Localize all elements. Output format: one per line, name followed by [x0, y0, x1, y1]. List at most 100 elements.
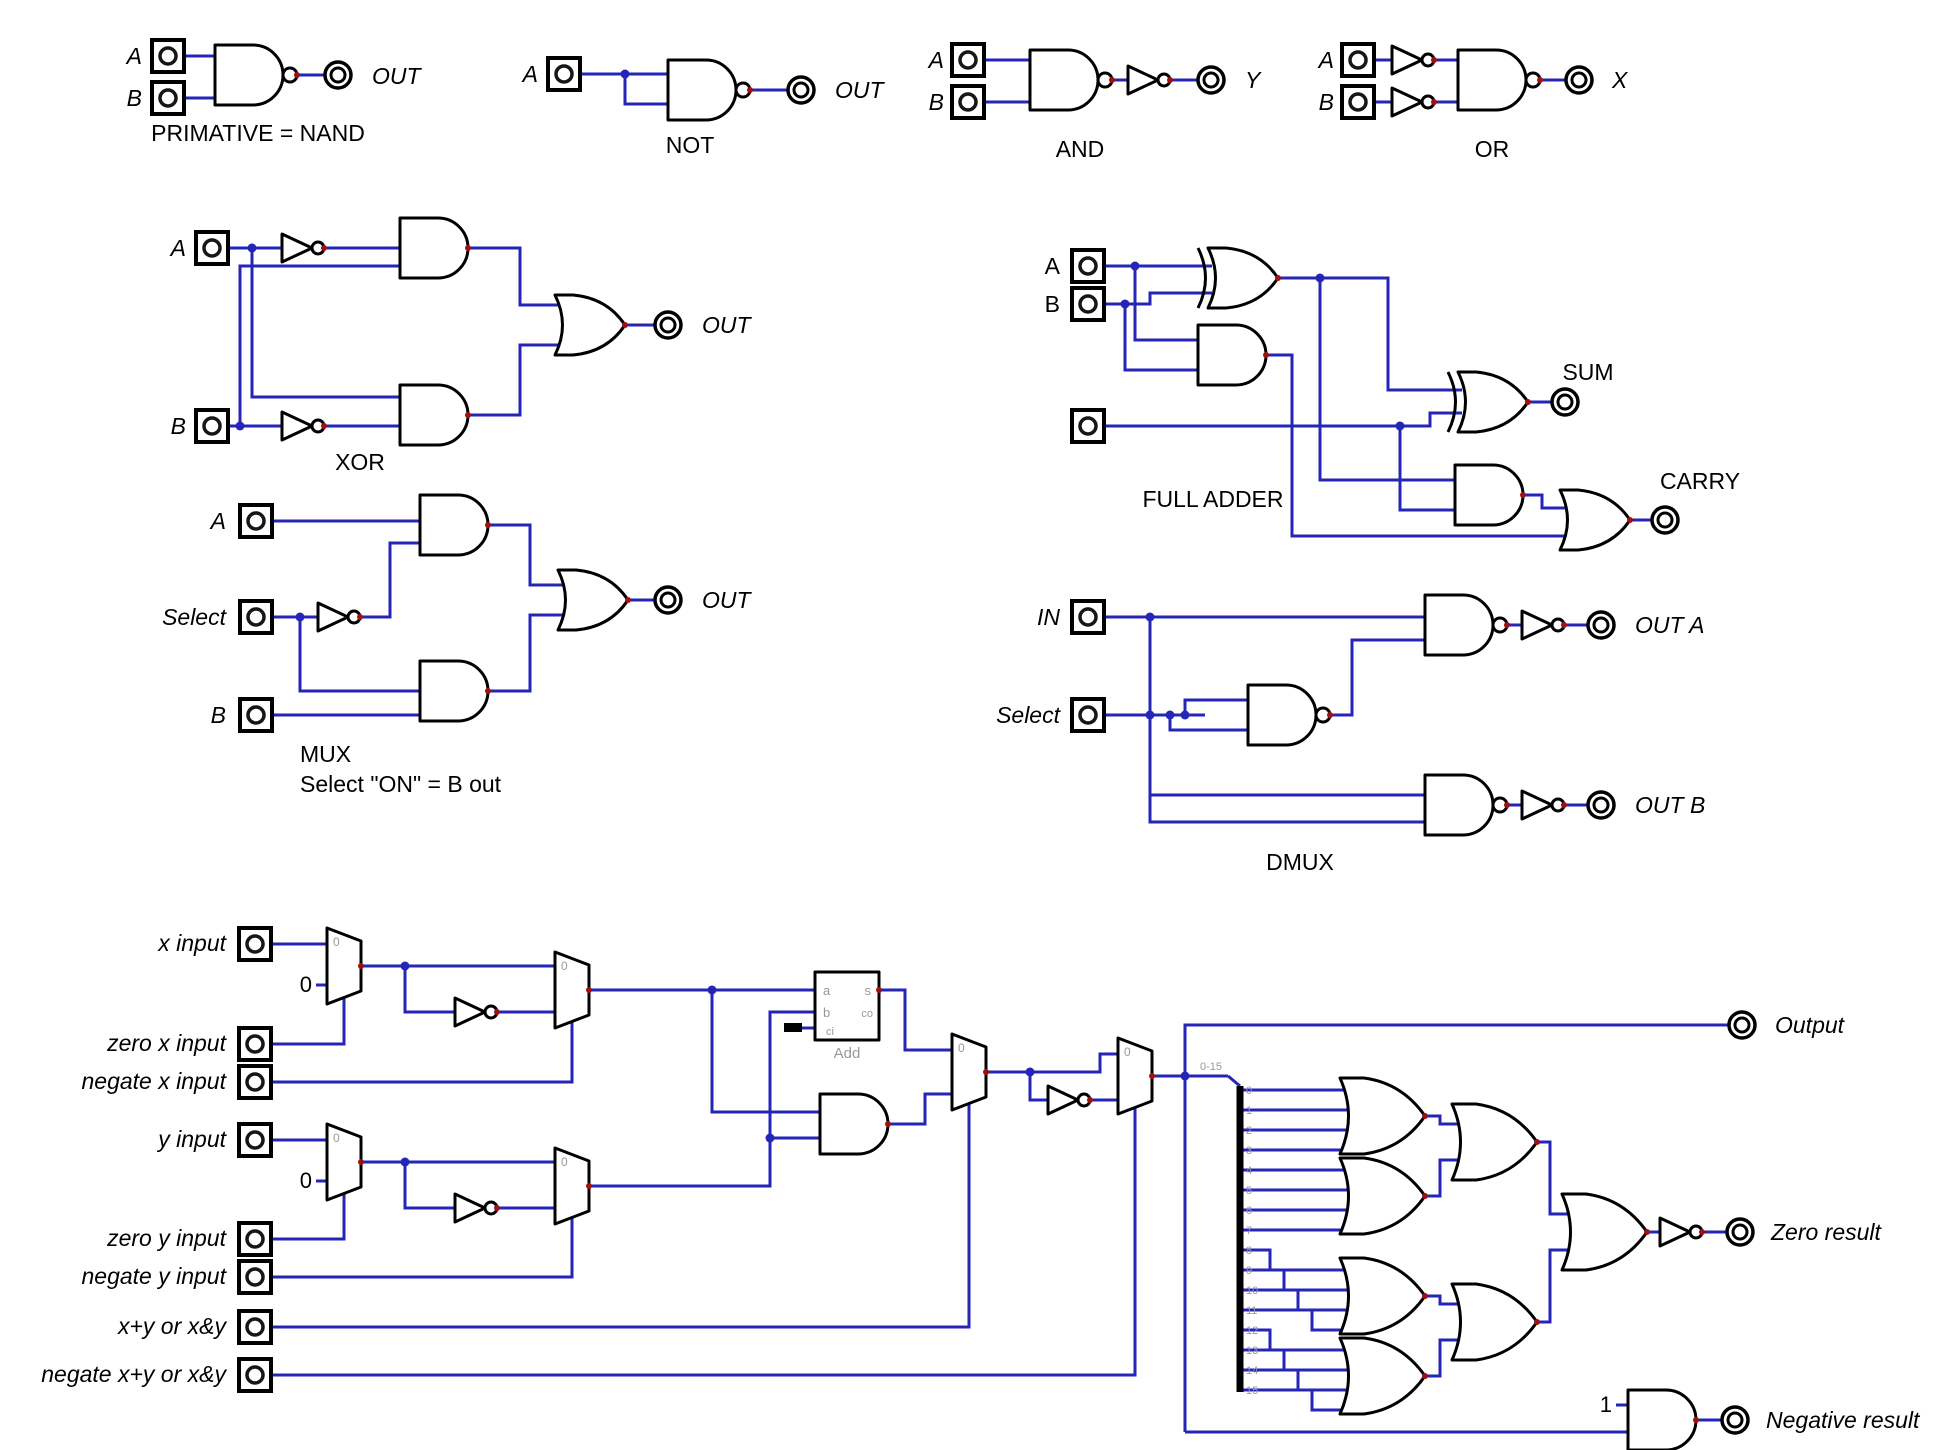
- bus-bit-label: 3: [1246, 1145, 1252, 1157]
- input-pin-dmux-select[interactable]: [1070, 697, 1106, 733]
- alu-label-x-input: x input: [157, 930, 227, 956]
- xor-and-top: [398, 216, 470, 280]
- input-pin-or-a[interactable]: [1340, 42, 1376, 78]
- alu-or4-b: [1338, 1156, 1427, 1236]
- input-pin-nand-a[interactable]: [150, 38, 186, 74]
- output-pin-or-x: [1564, 65, 1594, 95]
- input-pin-alu-x[interactable]: [237, 926, 273, 962]
- xor-or-gate: [553, 293, 627, 357]
- fa-title: FULL ADDER: [1142, 486, 1283, 512]
- and-demo-inverter: [1126, 64, 1172, 96]
- input-pin-fa-b[interactable]: [1070, 286, 1106, 322]
- mux-select-inverter: [316, 601, 362, 633]
- input-pin-and-b[interactable]: [950, 84, 986, 120]
- input-pin-fa-carry-in[interactable]: [1070, 408, 1106, 444]
- input-pin-dmux-in[interactable]: [1070, 599, 1106, 635]
- wires-and-demo: [984, 58, 1198, 104]
- splitter-range-label: 0-15: [1200, 1061, 1222, 1073]
- input-pin-mux-select[interactable]: [238, 599, 274, 635]
- alu-not-x: [453, 996, 499, 1028]
- output-pin-xor-out: [653, 310, 683, 340]
- mux-index-label: 0: [958, 1041, 965, 1055]
- input-pin-xor-a[interactable]: [194, 230, 230, 266]
- carry-constant: [784, 1023, 802, 1032]
- mux-title: MUX: [300, 741, 351, 767]
- output-pin-fa-sum: [1550, 387, 1580, 417]
- or-label-b: B: [1319, 89, 1334, 115]
- xor-label-out: OUT: [702, 312, 753, 338]
- nand-demo-gate: [213, 43, 299, 107]
- adder-label: Add: [834, 1045, 861, 1062]
- alu-label-negative-result: Negative result: [1766, 1407, 1921, 1433]
- fa-label-carry: CARRY: [1660, 468, 1740, 494]
- bus-bit-label: 8: [1246, 1245, 1252, 1257]
- mux-index-label: 0: [1124, 1045, 1131, 1059]
- input-pin-and-a[interactable]: [950, 42, 986, 78]
- output-pin-mux-out: [653, 585, 683, 615]
- adder-pin-s: s: [865, 983, 872, 998]
- bus-bit-label: 10: [1246, 1285, 1258, 1297]
- input-pin-mux-b[interactable]: [238, 697, 274, 733]
- alu-or4-a: [1338, 1076, 1427, 1156]
- input-pin-alu-y[interactable]: [237, 1122, 273, 1158]
- dmux-title: DMUX: [1266, 849, 1334, 875]
- or-demo-inverter-a: [1390, 44, 1436, 76]
- fa-or-gate: [1558, 488, 1632, 552]
- wire-junctions: [235, 69, 1405, 1167]
- input-pin-alu-negate-y[interactable]: [237, 1259, 273, 1295]
- alu-or-level2-bottom: [1450, 1282, 1539, 1362]
- output-pin-dmux-out-b: [1586, 790, 1616, 820]
- input-pin-not-a[interactable]: [546, 56, 582, 92]
- bus-bit-label: 15: [1246, 1385, 1258, 1397]
- nand-title: PRIMATIVE = NAND: [151, 120, 365, 146]
- connection-points: [294, 57, 1705, 1423]
- input-pin-mux-a[interactable]: [238, 503, 274, 539]
- alu-const-zero-x: 0: [300, 972, 312, 997]
- bus-bit-label: 6: [1246, 1205, 1252, 1217]
- alu-adder-block: [784, 970, 881, 1042]
- input-pin-alu-zero-y[interactable]: [237, 1221, 273, 1257]
- mux-label-select: Select: [162, 604, 228, 630]
- bus-bit-label: 14: [1246, 1365, 1258, 1377]
- bus-bit-label: 9: [1246, 1265, 1252, 1277]
- input-pin-xor-b[interactable]: [194, 408, 230, 444]
- alu-const-zero-y: 0: [300, 1168, 312, 1193]
- wires-dmux: [1104, 615, 1588, 824]
- dmux-select-nand: [1246, 683, 1332, 747]
- alu-label-y-input: y input: [156, 1126, 227, 1152]
- bus-bit-label: 12: [1246, 1325, 1258, 1337]
- input-pin-alu-negate-func[interactable]: [237, 1357, 273, 1393]
- not-demo-nand-gate: [666, 58, 752, 122]
- mux-label-out: OUT: [702, 587, 753, 613]
- or-demo-nand-gate: [1456, 48, 1542, 112]
- output-pin-dmux-out-a: [1586, 610, 1616, 640]
- fa-xor1: [1196, 246, 1280, 310]
- input-pin-or-b[interactable]: [1340, 84, 1376, 120]
- alu-label-zero-x: zero x input: [106, 1030, 228, 1056]
- alu-and-gate: [818, 1092, 890, 1156]
- input-pin-alu-negate-x[interactable]: [237, 1064, 273, 1100]
- or-title: OR: [1475, 136, 1510, 162]
- xor-inverter-b: [280, 410, 326, 442]
- input-pin-alu-func[interactable]: [237, 1309, 273, 1345]
- adder-pin-co: co: [861, 1008, 873, 1020]
- input-pin-alu-zero-x[interactable]: [237, 1026, 273, 1062]
- dmux-label-in: IN: [1037, 604, 1060, 630]
- not-label-a: A: [521, 61, 538, 87]
- output-pin-not-out: [786, 75, 816, 105]
- mux-and-bottom: [418, 659, 490, 723]
- alu-const-one: 1: [1600, 1392, 1612, 1417]
- xor-title: XOR: [335, 449, 385, 475]
- and-demo-nand-gate: [1028, 48, 1114, 112]
- mux-and-top: [418, 493, 490, 557]
- mux-label-b: B: [211, 702, 226, 728]
- dmux-inverter-top: [1520, 609, 1566, 641]
- bus-bit-label: 4: [1246, 1165, 1252, 1177]
- bus-bit-label: 5: [1246, 1185, 1252, 1197]
- input-pin-fa-a[interactable]: [1070, 248, 1106, 284]
- bus-bit-label: 7: [1246, 1225, 1252, 1237]
- dmux-nand-bottom: [1423, 773, 1509, 837]
- input-pin-nand-b[interactable]: [150, 80, 186, 116]
- alu-label-negate-y: negate y input: [81, 1263, 227, 1289]
